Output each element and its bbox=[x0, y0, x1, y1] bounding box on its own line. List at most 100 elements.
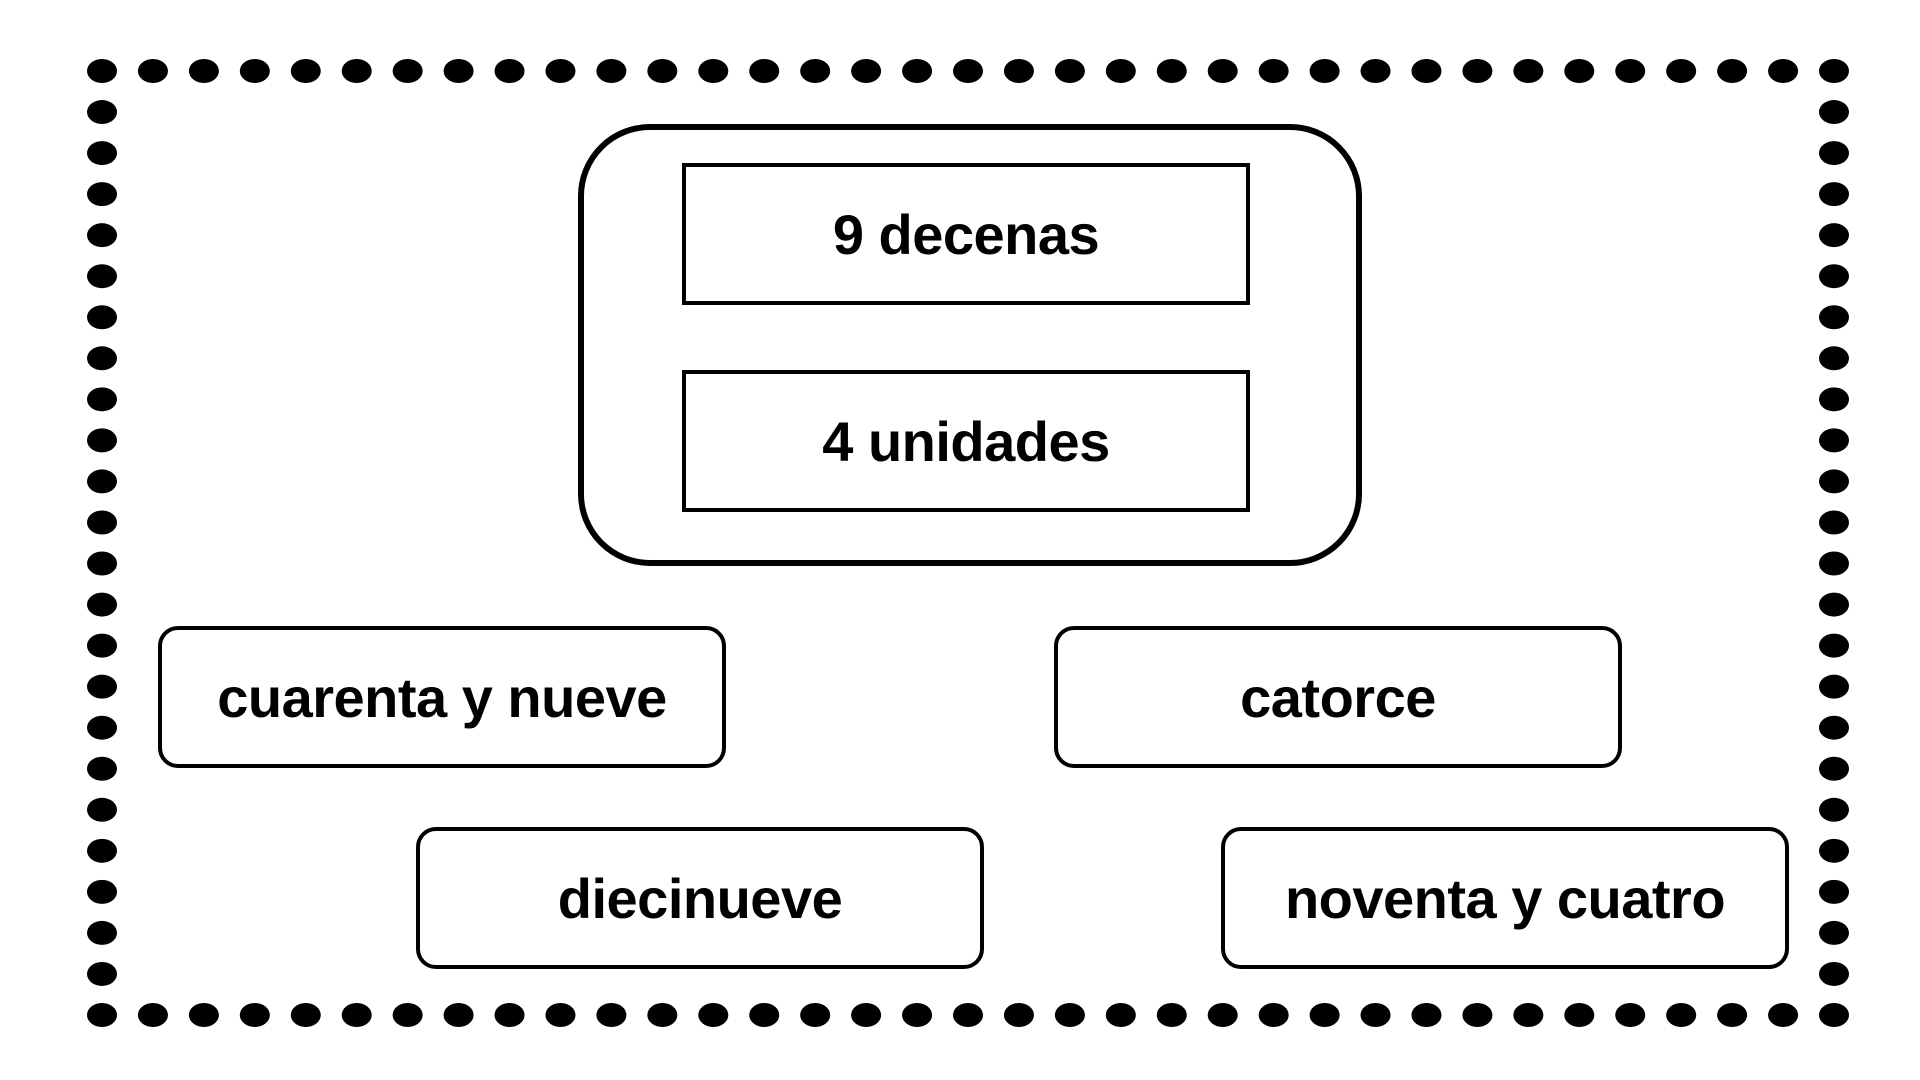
border-dot bbox=[1768, 59, 1799, 83]
tens-clue-text: 9 decenas bbox=[832, 202, 1100, 266]
border-dot bbox=[494, 59, 525, 83]
border-dot bbox=[1819, 756, 1849, 781]
border-dot bbox=[902, 1003, 933, 1027]
border-dot bbox=[596, 1003, 627, 1027]
units-clue-box: 4 unidades bbox=[682, 370, 1250, 512]
border-dot bbox=[1462, 59, 1493, 83]
border-dot bbox=[1819, 551, 1849, 576]
border-dot bbox=[87, 305, 117, 330]
option-label: cuarenta y nueve bbox=[217, 665, 667, 729]
border-dot bbox=[1513, 1003, 1544, 1027]
border-dot bbox=[87, 756, 117, 781]
border-dot bbox=[87, 1003, 117, 1027]
border-dot bbox=[290, 59, 321, 83]
border-dot bbox=[1666, 1003, 1697, 1027]
border-dot bbox=[1564, 59, 1595, 83]
border-dot bbox=[698, 1003, 729, 1027]
option-card-1[interactable]: cuarenta y nueve bbox=[158, 626, 726, 768]
border-dot bbox=[1819, 797, 1849, 822]
border-dot bbox=[341, 1003, 372, 1027]
border-dot bbox=[1819, 264, 1849, 289]
border-dot bbox=[851, 59, 882, 83]
border-dot bbox=[87, 961, 117, 986]
border-dot bbox=[1819, 961, 1849, 986]
border-dot bbox=[87, 264, 117, 289]
border-dot bbox=[188, 1003, 219, 1027]
border-dot bbox=[1054, 59, 1085, 83]
border-dot bbox=[1462, 1003, 1493, 1027]
border-dot bbox=[1207, 1003, 1238, 1027]
border-dot bbox=[87, 592, 117, 617]
border-dot bbox=[87, 633, 117, 658]
border-dot bbox=[87, 346, 117, 371]
border-dot bbox=[545, 1003, 576, 1027]
border-dot bbox=[87, 141, 117, 166]
border-dot bbox=[1819, 182, 1849, 207]
border-dot bbox=[87, 223, 117, 248]
border-dot bbox=[545, 59, 576, 83]
border-dot bbox=[1819, 223, 1849, 248]
border-dot bbox=[1615, 1003, 1646, 1027]
option-label: diecinueve bbox=[557, 866, 843, 930]
option-card-2[interactable]: catorce bbox=[1054, 626, 1622, 768]
border-dot bbox=[1054, 1003, 1085, 1027]
border-dot bbox=[1819, 592, 1849, 617]
border-dot bbox=[87, 838, 117, 863]
border-dot bbox=[800, 1003, 831, 1027]
border-dot bbox=[1717, 1003, 1748, 1027]
border-dot bbox=[87, 551, 117, 576]
border-dot bbox=[1819, 838, 1849, 863]
border-dot bbox=[1819, 100, 1849, 125]
border-dot bbox=[1105, 1003, 1136, 1027]
border-dot bbox=[290, 1003, 321, 1027]
border-dot bbox=[392, 1003, 423, 1027]
border-dot bbox=[1819, 1003, 1849, 1027]
border-dot bbox=[1411, 1003, 1442, 1027]
option-card-3[interactable]: diecinueve bbox=[416, 827, 984, 969]
border-dot bbox=[1411, 59, 1442, 83]
border-dot bbox=[87, 428, 117, 453]
border-dot bbox=[87, 797, 117, 822]
border-dot bbox=[1003, 59, 1034, 83]
border-dot bbox=[87, 715, 117, 740]
border-dot bbox=[87, 59, 117, 83]
border-dot bbox=[1819, 305, 1849, 330]
border-dot bbox=[443, 59, 474, 83]
border-dot bbox=[1360, 1003, 1391, 1027]
border-dot bbox=[1819, 59, 1849, 83]
border-dot bbox=[1309, 1003, 1340, 1027]
border-dot bbox=[1360, 59, 1391, 83]
units-clue-text: 4 unidades bbox=[822, 409, 1110, 473]
border-dot bbox=[953, 1003, 983, 1027]
border-dot bbox=[800, 59, 831, 83]
border-dot bbox=[87, 879, 117, 904]
border-dot bbox=[1819, 633, 1849, 658]
border-dot bbox=[953, 59, 983, 83]
border-dot bbox=[494, 1003, 525, 1027]
border-dot bbox=[647, 59, 678, 83]
border-dot bbox=[1615, 59, 1646, 83]
border-dot bbox=[443, 1003, 474, 1027]
border-dot bbox=[1819, 510, 1849, 535]
border-dot bbox=[239, 59, 270, 83]
border-dot bbox=[239, 1003, 270, 1027]
option-card-4[interactable]: noventa y cuatro bbox=[1221, 827, 1789, 969]
tens-clue-box: 9 decenas bbox=[682, 163, 1250, 305]
border-dot bbox=[1513, 59, 1544, 83]
border-dot bbox=[87, 469, 117, 494]
border-dot bbox=[749, 59, 780, 83]
border-dot bbox=[137, 59, 168, 83]
border-dot bbox=[1717, 59, 1748, 83]
border-dot bbox=[596, 59, 627, 83]
border-dot bbox=[1003, 1003, 1034, 1027]
border-dot bbox=[1819, 346, 1849, 371]
border-dot bbox=[902, 59, 933, 83]
border-dot bbox=[1819, 674, 1849, 699]
border-dot bbox=[1156, 59, 1187, 83]
border-dot bbox=[87, 920, 117, 945]
border-dot bbox=[1819, 141, 1849, 166]
border-dot bbox=[698, 59, 729, 83]
border-dot bbox=[137, 1003, 168, 1027]
border-dot bbox=[851, 1003, 882, 1027]
